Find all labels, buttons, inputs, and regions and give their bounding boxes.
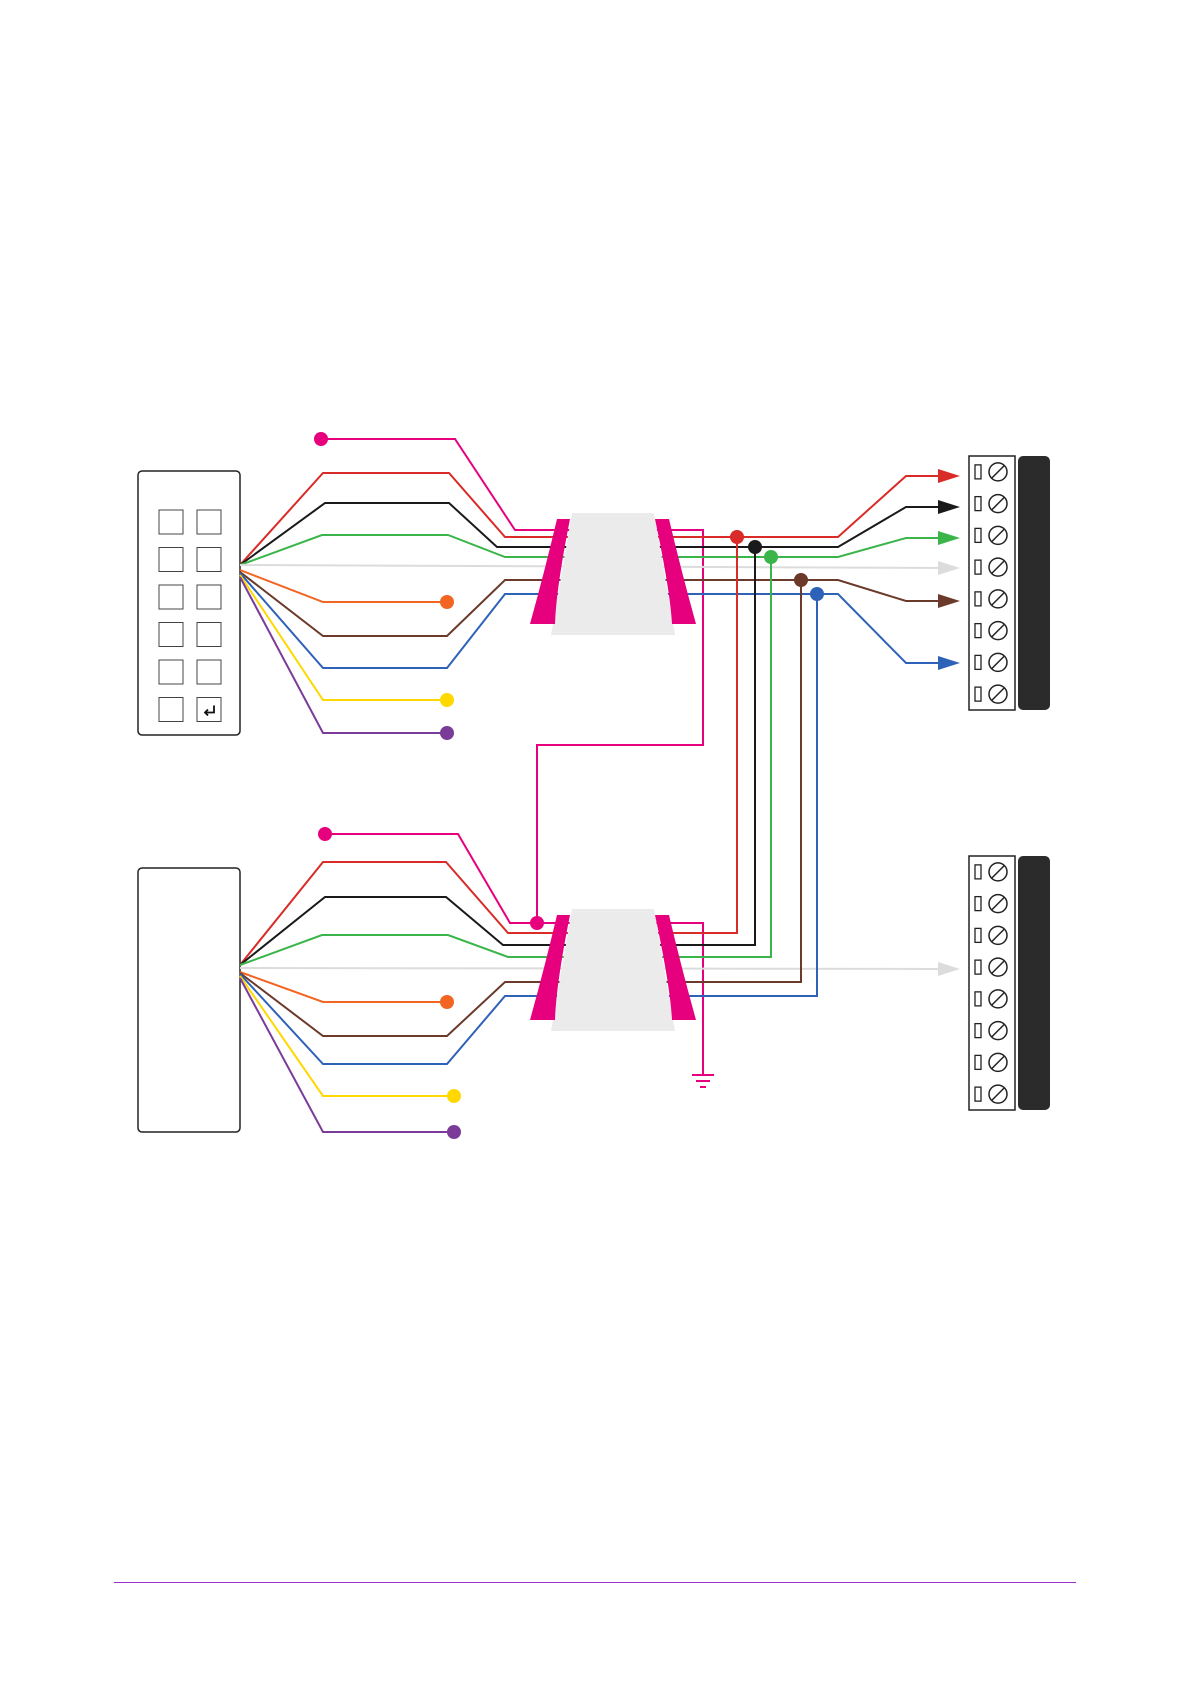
dot-orange-end [440, 595, 454, 609]
arrow-red-icon [938, 469, 960, 483]
arrow-gray-bottom-icon [938, 962, 960, 976]
terminal-slot [975, 1087, 981, 1101]
dot-purple-end [440, 726, 454, 740]
terminal-slot [975, 992, 981, 1006]
ferrite-bottom [530, 909, 696, 1031]
terminal-slot [975, 687, 981, 701]
keypad-key [159, 623, 183, 647]
terminal-slot [975, 560, 981, 574]
keypad-key [159, 510, 183, 534]
wire-pink-top [321, 439, 703, 923]
footer-rule [114, 1582, 1076, 1583]
top-wire-bundle [240, 439, 948, 923]
keypad-device [138, 471, 240, 735]
dot-pink-end [314, 432, 328, 446]
dot-purple-end-bottom [447, 1125, 461, 1139]
dot-yellow-end [440, 693, 454, 707]
dot-pink-start-bottom [318, 827, 332, 841]
keypad-key [197, 623, 221, 647]
terminal-slot [975, 465, 981, 479]
terminal-slot [975, 528, 981, 542]
ferrite-top [530, 513, 696, 635]
arrow-gray-icon [938, 561, 960, 575]
keypad-key [197, 510, 221, 534]
top-arrowheads [938, 469, 960, 670]
key-enter [197, 698, 221, 722]
dot-yellow-end-bottom [447, 1089, 461, 1103]
terminal-slot [975, 1055, 981, 1069]
terminal-slot [975, 928, 981, 942]
keypad-key [159, 585, 183, 609]
ground-icon [692, 1075, 714, 1087]
terminal-slot [975, 624, 981, 638]
keypad-key [159, 548, 183, 572]
keypad-key [197, 548, 221, 572]
keypad-key [197, 585, 221, 609]
terminal-slot [975, 497, 981, 511]
terminal-slot [975, 960, 981, 974]
terminal-slot [975, 655, 981, 669]
dot-orange-end-bottom [440, 995, 454, 1009]
arrow-brown-icon [938, 594, 960, 608]
terminal-block-top [969, 456, 1050, 710]
arrow-green-icon [938, 531, 960, 545]
arrow-blue-icon [938, 656, 960, 670]
wire-purple-top [240, 577, 447, 733]
terminal-slot [975, 865, 981, 879]
terminal-slot [975, 592, 981, 606]
keypad-key [159, 698, 183, 722]
reader-device [138, 868, 240, 1132]
terminal-slot [975, 897, 981, 911]
keypad-key [197, 660, 221, 684]
terminal-slot [975, 1024, 981, 1038]
arrow-black-icon [938, 500, 960, 514]
keypad-key [159, 660, 183, 684]
terminal-block-bottom [969, 856, 1050, 1110]
wire-yellow-top [240, 575, 447, 700]
dot-pink-junction-bottom [530, 916, 544, 930]
